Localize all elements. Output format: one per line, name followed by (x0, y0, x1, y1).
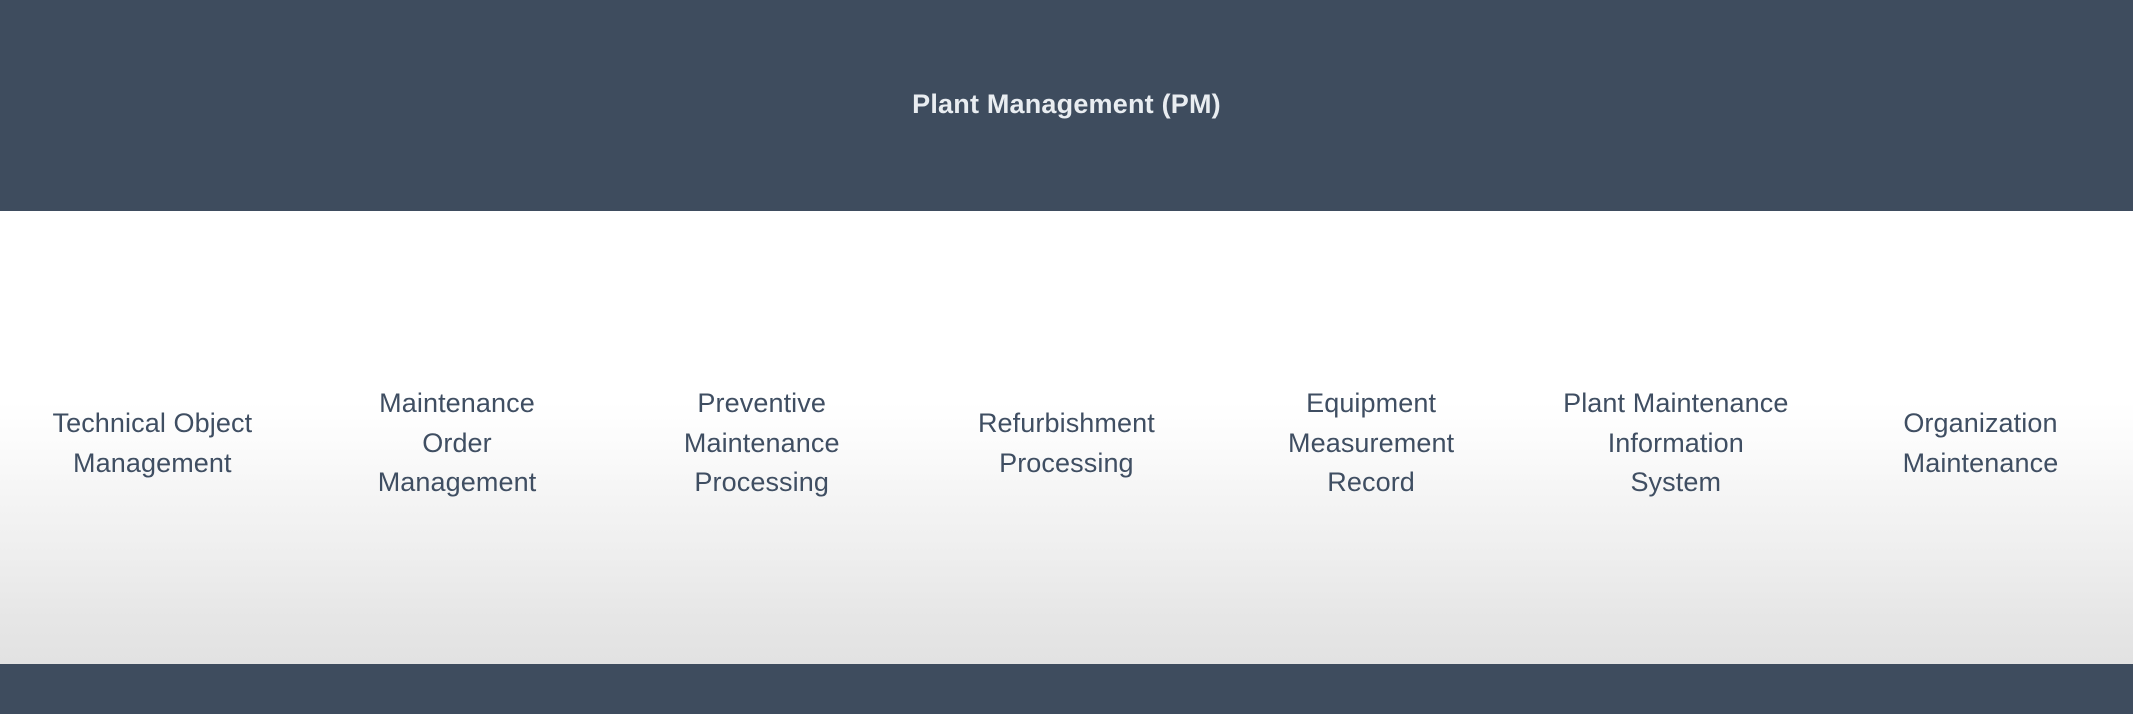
module-item-label: Refurbishment Processing (977, 407, 1155, 478)
footer-band (0, 664, 2133, 714)
module-item-label: Preventive Maintenance Processing (683, 387, 840, 498)
module-item-preventive-maintenance-processing[interactable]: Preventive Maintenance Processing (609, 217, 914, 670)
module-items-row: Technical Object Management Maintenance … (0, 211, 2133, 664)
page-title: Plant Management (PM) (912, 89, 1221, 120)
module-item-organization-maintenance[interactable]: Organization Maintenance (1828, 217, 2133, 670)
module-item-equipment-measurement-record[interactable]: Equipment Measurement Record (1219, 217, 1524, 670)
module-item-label: Organization Maintenance (1902, 407, 2059, 478)
module-item-technical-object-management[interactable]: Technical Object Management (0, 217, 305, 670)
module-item-label: Technical Object Management (52, 407, 253, 478)
module-item-refurbishment-processing[interactable]: Refurbishment Processing (914, 217, 1219, 670)
module-item-label: Equipment Measurement Record (1288, 387, 1455, 498)
module-item-maintenance-order-management[interactable]: Maintenance Order Management (305, 217, 610, 670)
module-item-plant-maintenance-information-system[interactable]: Plant Maintenance Information System (1523, 217, 1828, 670)
module-item-label: Plant Maintenance Information System (1563, 387, 1789, 498)
header-band: Plant Management (PM) (0, 0, 2133, 211)
content-area: Technical Object Management Maintenance … (0, 211, 2133, 664)
module-item-label: Maintenance Order Management (377, 387, 537, 498)
